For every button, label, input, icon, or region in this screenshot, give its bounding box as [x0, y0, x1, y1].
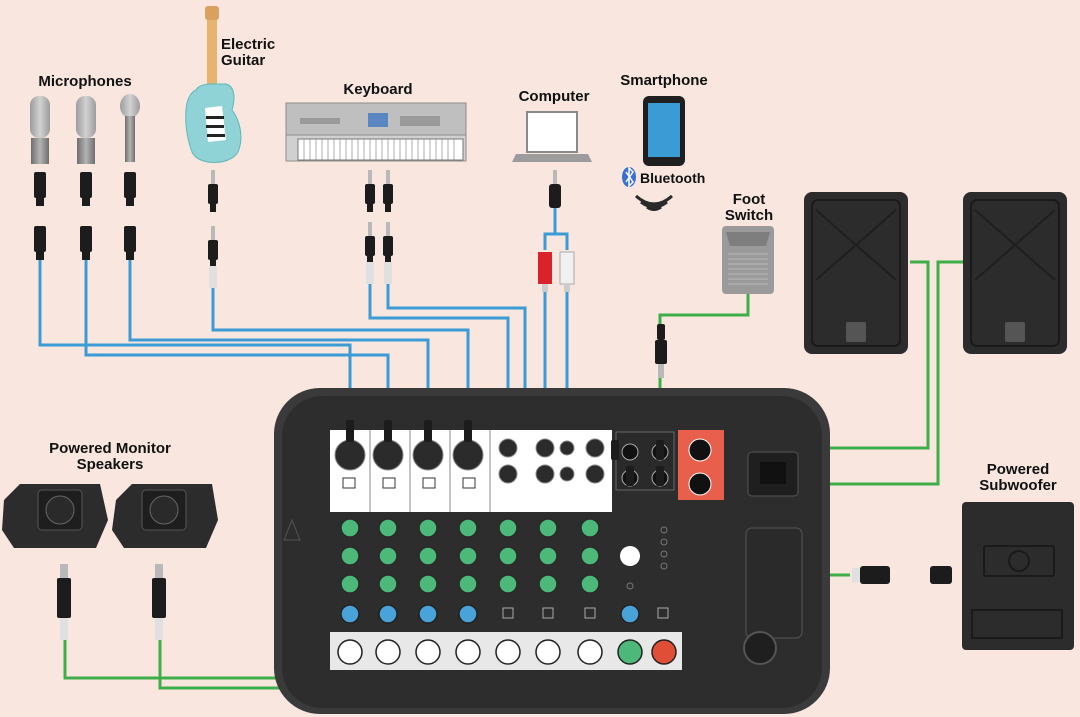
- label-powered-subwoofer: Powered Subwoofer: [979, 461, 1057, 494]
- label-electric-guitar: Electric Guitar: [221, 36, 276, 69]
- microphones-group: [30, 94, 140, 260]
- label-smartphone: Smartphone: [620, 72, 708, 89]
- microphone-icon: [120, 94, 140, 260]
- electric-guitar-icon: [185, 6, 242, 288]
- keyboard-icon: [285, 102, 467, 284]
- label-keyboard: Keyboard: [343, 81, 413, 98]
- laptop-icon: [512, 111, 592, 292]
- label-computer: Computer: [518, 88, 590, 105]
- foot-switch-icon: [655, 226, 774, 378]
- microphone-icon: [76, 96, 96, 260]
- label-powered-monitor-speakers: Powered Monitor Speakers: [49, 440, 171, 473]
- monitor-speaker-icon: [2, 484, 108, 640]
- subwoofer-icon: [852, 502, 1074, 650]
- microphone-icon: [30, 96, 50, 260]
- bluetooth-icon: [622, 166, 673, 211]
- pa-speaker-icon: [804, 192, 908, 354]
- monitor-speaker-icon: [112, 484, 218, 640]
- label-bluetooth: Bluetooth: [640, 170, 706, 186]
- label-microphones: Microphones: [38, 73, 132, 90]
- pa-speaker-icon: [963, 192, 1067, 354]
- smartphone-icon: [643, 96, 685, 166]
- mixer-icon: [274, 388, 830, 714]
- label-foot-switch: Foot Switch: [724, 191, 774, 224]
